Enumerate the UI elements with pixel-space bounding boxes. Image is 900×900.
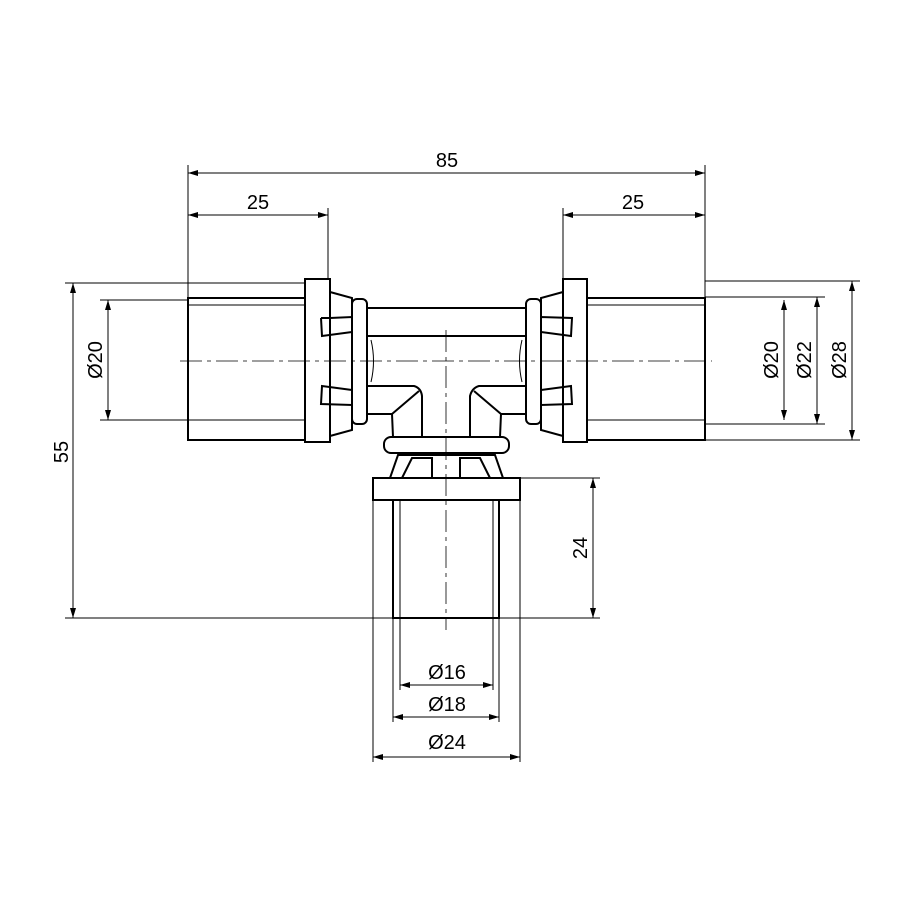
dim-left-socket: 25: [247, 192, 269, 214]
dim-overall-length: 85: [436, 150, 458, 172]
branch-sleeve-flange: [372, 477, 521, 501]
dimension-lines: [70, 170, 855, 760]
right-press-sleeve: [586, 297, 706, 441]
centerlines: [180, 330, 712, 630]
right-collar: [540, 291, 564, 437]
extension-lines: [65, 165, 860, 762]
dim-branch-mid-diameter: Ø18: [428, 694, 466, 716]
dimension-labels: 85 25 25 55 24 Ø20 Ø20 Ø22 Ø28 Ø16 Ø18 Ø…: [51, 150, 851, 754]
dim-left-diameter: Ø20: [85, 341, 107, 379]
dim-overall-height: 55: [51, 441, 73, 463]
tee-fitting: [187, 278, 706, 619]
dim-branch-outer-diameter: Ø24: [428, 732, 466, 754]
right-sleeve-flange: [562, 278, 588, 443]
dim-right-mid-diameter: Ø22: [794, 341, 816, 379]
left-press-sleeve: [187, 297, 306, 441]
left-collar: [329, 291, 353, 437]
left-sleeve-flange: [304, 278, 331, 443]
dim-right-socket: 25: [622, 192, 644, 214]
dim-branch-socket: 24: [570, 537, 592, 559]
dim-right-inner-diameter: Ø20: [761, 341, 783, 379]
dim-branch-inner-diameter: Ø16: [428, 662, 466, 684]
dim-right-outer-diameter: Ø28: [829, 341, 851, 379]
branch-collar: [383, 436, 510, 454]
